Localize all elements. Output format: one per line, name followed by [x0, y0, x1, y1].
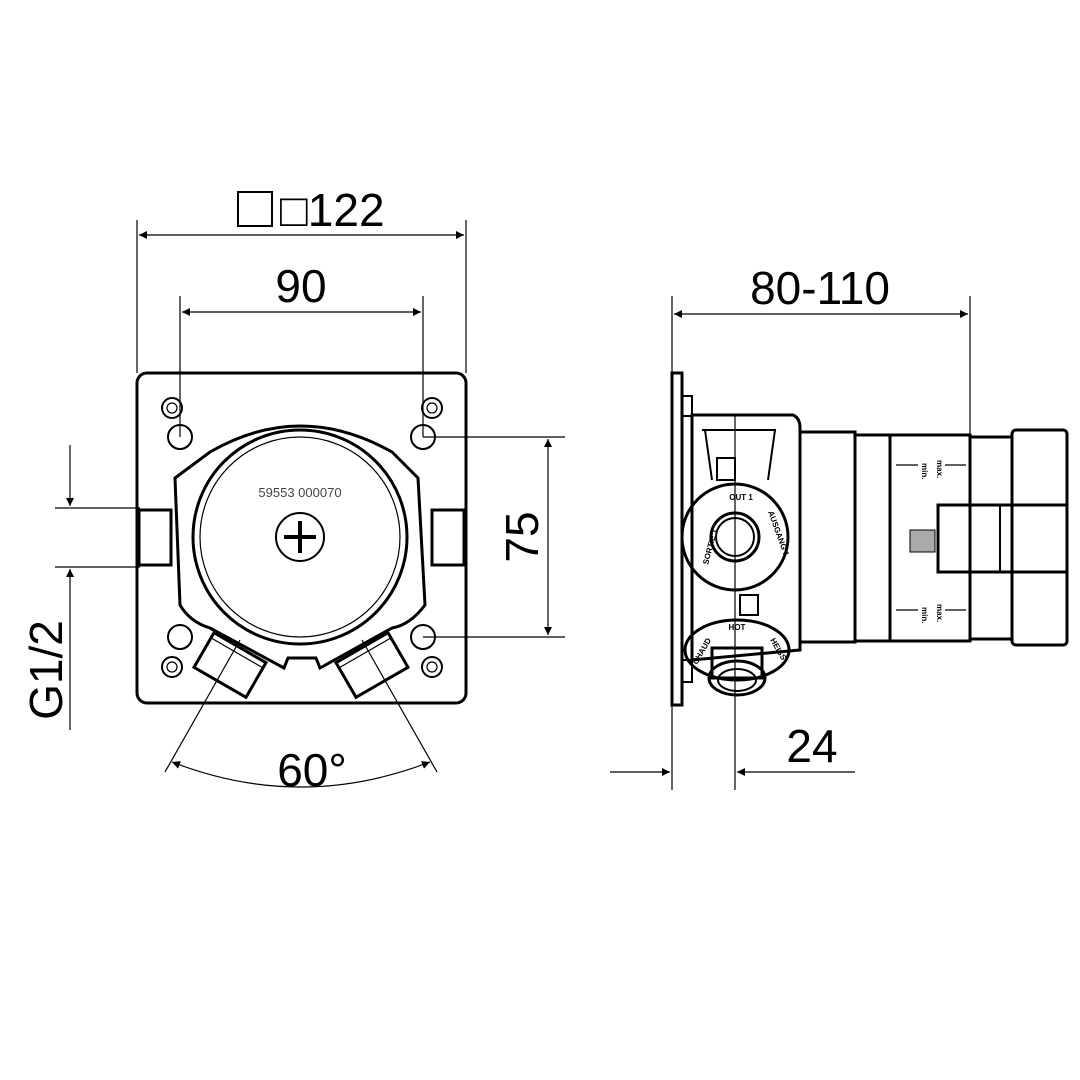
screw-icon [275, 512, 325, 562]
dim-75-label: 75 [496, 511, 548, 562]
inlet-label-en: HOT [729, 623, 746, 632]
side-plate [670, 371, 684, 707]
nuts [161, 397, 443, 678]
dim-thread-label: G1/2 [20, 620, 72, 720]
mounting-holes [167, 424, 436, 650]
min-label-bottom: min. [920, 607, 929, 623]
sleeve-1 [798, 430, 857, 644]
dimension-75: 75 [423, 436, 565, 638]
right-pipe [430, 508, 466, 567]
valve-body [173, 424, 427, 671]
dim-60-label: 60° [277, 744, 347, 796]
dim-122-label: □122 [280, 184, 385, 236]
spindle-block [936, 503, 1069, 574]
dim-80-110-label: 80-110 [750, 262, 890, 314]
outlet-fitting-left [191, 630, 269, 700]
front-view: □122 90 75 G1/2 [20, 184, 565, 796]
valve-cartridge [191, 428, 409, 646]
outlet-fitting-right [333, 630, 411, 700]
max-label-top: max. [935, 460, 944, 478]
dimension-thread: G1/2 [20, 445, 140, 730]
depth-marks: min. max. min. max. [896, 460, 966, 623]
min-label-top: min. [920, 463, 929, 479]
dimension-80-110: 80-110 [671, 262, 971, 505]
inlet-port: HOT CHAUD HEISS [683, 618, 791, 697]
inlet-label-fr: CHAUD [691, 636, 713, 666]
dimension-60-degree: 60° [164, 639, 438, 796]
outlet-port: OUT 1 SORTIE 1 AUSGANG 1 [680, 482, 791, 592]
outlet-label-fr: SORTIE 1 [701, 527, 719, 565]
dimension-122: □122 [136, 184, 467, 373]
dim-24-label: 24 [786, 720, 837, 772]
part-number: 59553 000070 [258, 485, 341, 500]
mounting-plate [135, 371, 468, 705]
left-pipe [137, 508, 173, 567]
side-view: 80-110 min. max. min. max. OUT [610, 262, 1069, 790]
dimension-24: 24 [610, 705, 855, 790]
dim-90-label: 90 [275, 260, 326, 312]
max-label-bottom: max. [935, 604, 944, 622]
dimension-90: 90 [179, 260, 424, 437]
outlet-label-en: OUT 1 [729, 493, 753, 502]
